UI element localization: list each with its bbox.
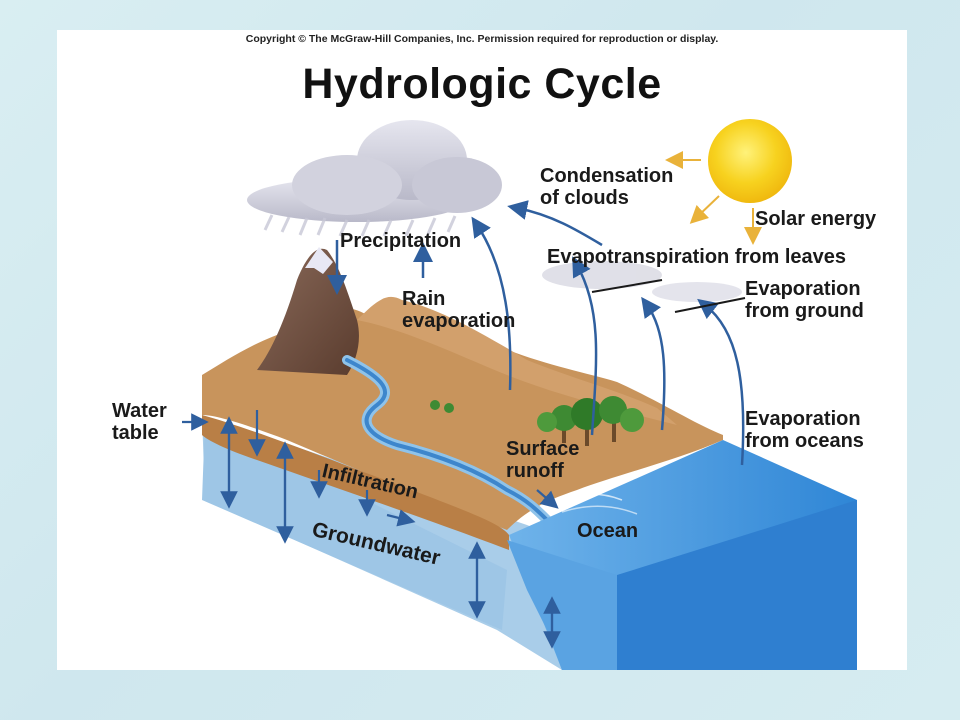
sun-icon xyxy=(708,119,792,203)
label-evaporation-oceans: Evaporation from oceans xyxy=(745,408,864,453)
rain-cloud xyxy=(247,120,502,237)
label-solar-energy: Solar energy xyxy=(755,208,877,230)
label-precipitation: Precipitation xyxy=(340,230,462,252)
label-condensation: Condensation of clouds xyxy=(540,165,674,210)
label-water-table: Water table xyxy=(112,400,167,445)
slide-canvas: Copyright © The McGraw-Hill Companies, I… xyxy=(57,30,907,670)
vapor-clouds xyxy=(542,261,742,302)
label-pointers xyxy=(591,279,746,313)
mountain xyxy=(257,247,359,375)
label-ocean: Ocean xyxy=(577,520,639,542)
label-rain-evaporation: Rain evaporation xyxy=(402,288,516,333)
label-evapotranspiration: Evapotranspiration from leaves xyxy=(547,246,846,268)
solar-ray-arrows xyxy=(665,151,762,245)
copyright-notice: Copyright © The McGraw-Hill Companies, I… xyxy=(245,33,719,45)
evaporation-arrows xyxy=(471,200,745,466)
label-evaporation-ground: Evaporation from ground xyxy=(745,278,864,323)
ocean-block xyxy=(507,440,857,670)
groundwater-arrows xyxy=(182,410,561,649)
precipitation-arrows xyxy=(327,240,433,295)
diagram-title: Hydrologic Cycle xyxy=(302,60,662,108)
label-surface-runoff: Surface runoff xyxy=(506,438,580,483)
hydrologic-cycle-illustration xyxy=(182,119,857,670)
